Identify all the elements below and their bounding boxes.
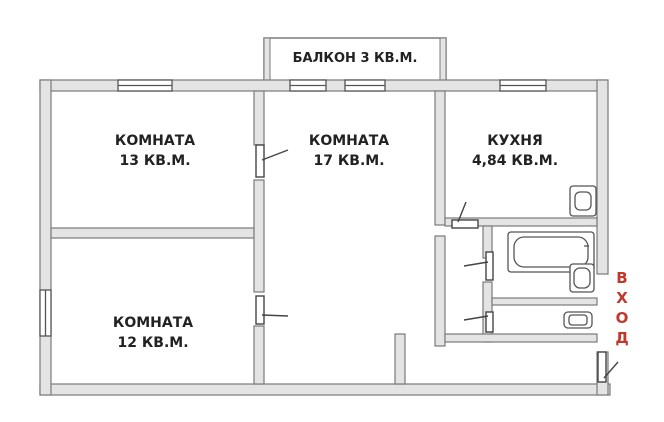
interior-walls: [50, 90, 598, 385]
room-name: КОМНАТА: [308, 133, 390, 149]
bathtub-icon: [507, 231, 595, 273]
sink-icon: [569, 263, 595, 293]
room-label-12: КОМНАТА 12 КВ.М.: [88, 313, 218, 353]
kitchen-sink-icon: [569, 185, 597, 217]
room-area: 12 КВ.М.: [117, 335, 189, 351]
entrance-label: В Х О Д: [615, 269, 629, 347]
kitchen-label: КУХНЯ 4,84 КВ.М.: [450, 131, 580, 171]
room-area: 13 КВ.М.: [119, 153, 191, 169]
doors: [255, 144, 619, 383]
room-area: 4,84 КВ.М.: [471, 153, 559, 169]
room-name: КОМНАТА: [114, 133, 196, 149]
room-label-17: КОМНАТА 17 КВ.М.: [284, 131, 414, 171]
room-name: КУХНЯ: [487, 133, 543, 149]
windows: [39, 79, 547, 337]
room-label-13: КОМНАТА 13 КВ.М.: [90, 131, 220, 171]
toilet-icon: [563, 311, 593, 329]
balcony-label: БАЛКОН 3 КВ.М.: [292, 51, 418, 66]
room-area: 17 КВ.М.: [313, 153, 385, 169]
room-name: КОМНАТА: [112, 315, 194, 331]
balcony: [263, 37, 447, 83]
